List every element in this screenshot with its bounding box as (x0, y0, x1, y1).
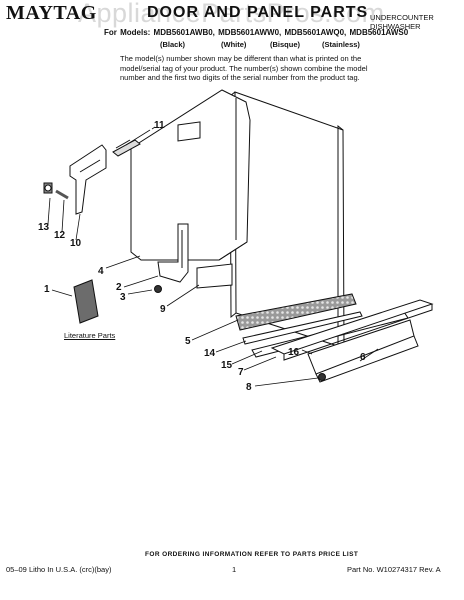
literature-part (73, 279, 99, 324)
callout-11: 11 (154, 120, 165, 131)
product-category: UNDERCOUNTER DISHWASHER (370, 13, 434, 31)
callout-12: 12 (54, 230, 66, 241)
callout-14: 14 (204, 348, 216, 359)
models-line: For Models: MDB5601AWB0, MDB5601AWW0, MD… (104, 28, 409, 37)
ordering-info: FOR ORDERING INFORMATION REFER TO PARTS … (145, 551, 359, 558)
callout-15: 15 (221, 360, 233, 371)
page-number: 1 (232, 565, 237, 574)
color-white: (White) (221, 40, 247, 49)
part-number: Part No. W10274317 Rev. A (347, 565, 441, 574)
category-line-2: DISHWASHER (370, 22, 421, 31)
callout-1: 1 (44, 284, 50, 295)
leader-lines (47, 126, 379, 387)
kick-strip (196, 263, 233, 289)
hinge-bracket (157, 223, 189, 283)
callout-4: 4 (98, 266, 104, 277)
watermark: AppliancePartsPros.com (78, 0, 385, 28)
base-channel (270, 299, 434, 361)
category-line-1: UNDERCOUNTER (370, 13, 434, 22)
bottom-screw (318, 373, 326, 381)
callout-5: 5 (185, 336, 191, 347)
callout-6: 6 (360, 352, 366, 363)
latch-screw-parts (43, 182, 69, 200)
callout-3: 3 (120, 292, 126, 303)
toe-panel-perforated (235, 293, 357, 331)
color-stainless: (Stainless) (322, 40, 360, 49)
inner-door-liner (130, 89, 251, 261)
callout-2: 2 (116, 282, 122, 293)
screw (154, 285, 162, 293)
page-title: DOOR AND PANEL PARTS (147, 4, 369, 21)
litho-info: 05–09 Litho In U.S.A. (crc)(bay) (6, 565, 112, 574)
model-note: The model(s) number shown may be differe… (120, 54, 368, 82)
color-black: (Black) (160, 40, 186, 49)
callout-16: 16 (288, 347, 300, 358)
callout-8: 8 (246, 382, 252, 393)
callout-10: 10 (70, 238, 82, 249)
color-bisque: (Bisque) (270, 40, 300, 49)
callout-7: 7 (238, 367, 244, 378)
callout-9: 9 (160, 304, 166, 315)
literature-parts-label: Literature Parts (64, 331, 116, 340)
brand-logo: MAYTAG (6, 2, 97, 24)
latch-bracket (69, 144, 107, 215)
callout-13: 13 (38, 222, 50, 233)
